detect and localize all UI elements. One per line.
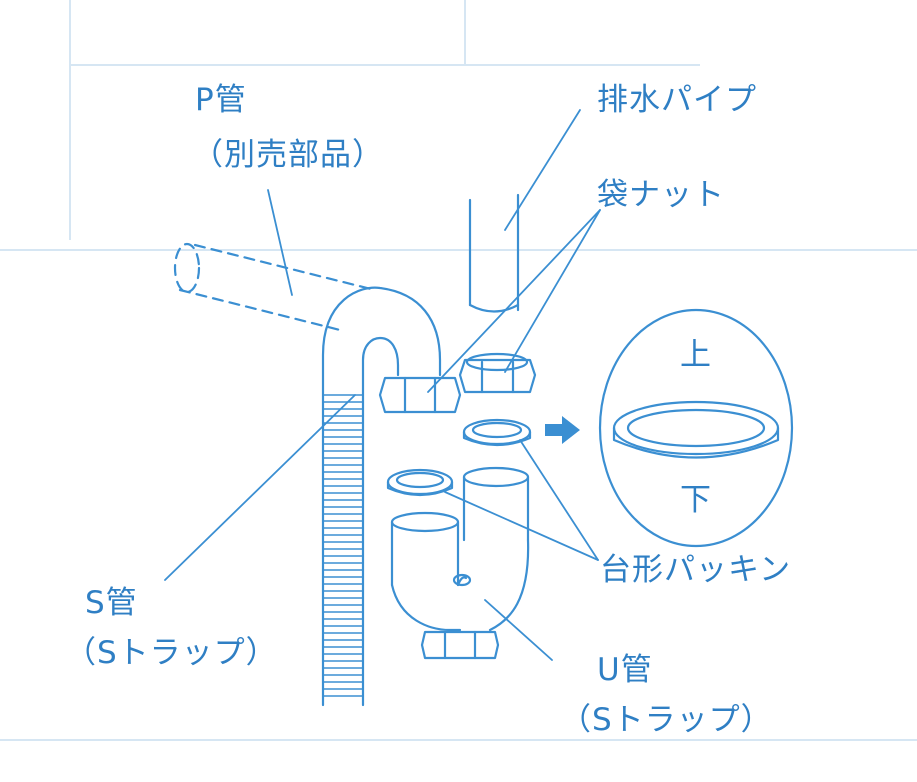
- bag-nut-loose: [458, 352, 537, 394]
- background-table-lines: [0, 0, 917, 741]
- right-arrow-icon: [545, 416, 580, 444]
- u-pipe-note-label: （Sトラップ）: [560, 702, 773, 738]
- top-label: 上: [680, 337, 712, 373]
- u-pipe-label: U管: [597, 652, 653, 688]
- p-pipe-note-label: （別売部品）: [192, 137, 384, 173]
- p-pipe-dashed: [173, 242, 377, 332]
- trapezoid-packing-label: 台形パッキン: [600, 552, 792, 588]
- s-pipe-note-label: （Sトラップ）: [65, 635, 278, 671]
- bottom-label: 下: [680, 482, 712, 518]
- s-pipe: [321, 286, 442, 707]
- drain-pipe-label: 排水パイプ: [597, 82, 757, 118]
- bag-nut-on-pipe: [378, 376, 462, 414]
- u-pipe: [390, 466, 530, 660]
- packing-right: [462, 418, 532, 447]
- s-pipe-corrugation: [322, 394, 364, 697]
- bag-nut-label: 袋ナット: [597, 177, 725, 213]
- s-pipe-label: S管: [85, 585, 138, 621]
- packing-detail-circle: [598, 308, 794, 548]
- p-pipe-label: P管: [195, 82, 247, 118]
- leader-lines: [164, 109, 601, 661]
- drain-pipe: [468, 193, 520, 313]
- packing-left: [386, 468, 454, 497]
